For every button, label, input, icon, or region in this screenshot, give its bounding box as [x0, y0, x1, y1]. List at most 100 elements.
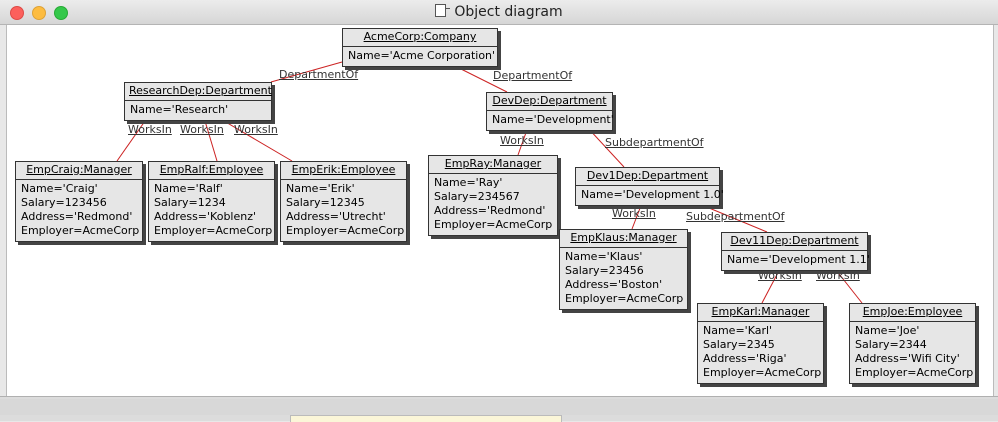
- links-layer: [116, 61, 863, 304]
- link-line[interactable]: [631, 202, 643, 230]
- close-button[interactable]: [10, 6, 24, 20]
- attribute-value: Employer=AcmeCorp: [286, 224, 405, 237]
- object-name: Dev1Dep:Department: [576, 168, 719, 186]
- link-line[interactable]: [696, 202, 768, 233]
- link-line[interactable]: [270, 61, 343, 83]
- attribute-value: Name='Klaus': [565, 250, 643, 263]
- attribute-value: Salary=234567: [434, 190, 520, 203]
- window-title-text: Object diagram: [454, 4, 563, 20]
- attribute-value: Name='Craig': [21, 182, 98, 195]
- attribute-value: Address='Riga': [703, 352, 787, 365]
- link-line[interactable]: [761, 264, 783, 304]
- window-title: Object diagram: [0, 4, 998, 20]
- attribute-value: Salary=123456: [21, 196, 107, 209]
- link-label: WorksIn: [234, 123, 278, 136]
- link-label: WorksIn: [758, 269, 802, 282]
- attribute-value: Employer=AcmeCorp: [434, 218, 553, 231]
- object-name: DevDep:Department: [487, 93, 612, 111]
- link-label: WorksIn: [128, 123, 172, 136]
- zoom-button[interactable]: [54, 6, 68, 20]
- object-name: AcmeCorp:Company: [343, 29, 497, 47]
- attribute-value: Name='Development': [492, 113, 614, 126]
- bottom-area: [0, 396, 998, 422]
- object-name: EmpJoe:Employee: [850, 304, 975, 322]
- minimize-button[interactable]: [32, 6, 46, 20]
- attribute-value: Name='Erik': [286, 182, 355, 195]
- link-line[interactable]: [223, 120, 293, 162]
- attribute-value: Salary=2345: [703, 338, 775, 351]
- attribute-value: Employer=AcmeCorp: [154, 224, 273, 237]
- object-name: EmpKarl:Manager: [698, 304, 823, 322]
- object-attributes: Name='Development': [487, 111, 614, 130]
- attribute-value: Address='Redmond': [434, 204, 546, 217]
- document-icon: [435, 4, 451, 17]
- object-name: EmpRay:Manager: [429, 156, 557, 174]
- link-label: DepartmentOf: [279, 68, 359, 81]
- object-attributes: Name='Development 1.0': [576, 186, 724, 205]
- link-line[interactable]: [204, 120, 218, 162]
- horizontal-scrollbar[interactable]: [0, 399, 998, 415]
- attribute-value: Salary=1234: [154, 196, 226, 209]
- object-name: EmpCraig:Manager: [16, 162, 142, 180]
- link-label: WorksIn: [180, 123, 224, 136]
- object-name: Dev11Dep:Department: [722, 233, 867, 251]
- attribute-value: Address='Utrecht': [286, 210, 386, 223]
- attribute-value: Employer=AcmeCorp: [855, 366, 974, 379]
- attribute-value: Name='Development 1.1': [727, 253, 870, 266]
- attribute-value: Name='Ray': [434, 176, 503, 189]
- attribute-value: Name='Research': [130, 103, 229, 116]
- link-label: DepartmentOf: [493, 69, 573, 82]
- link-label: WorksIn: [500, 134, 544, 147]
- object-name: EmpErik:Employee: [281, 162, 406, 180]
- link-line[interactable]: [586, 126, 625, 168]
- attribute-value: Name='Joe': [855, 324, 920, 337]
- attribute-value: Address='Boston': [565, 278, 663, 291]
- attribute-value: Employer=AcmeCorp: [565, 292, 684, 305]
- attribute-value: Salary=12345: [286, 196, 365, 209]
- link-line[interactable]: [831, 264, 863, 304]
- attribute-value: Name='Acme Corporation': [348, 49, 496, 62]
- attribute-value: Employer=AcmeCorp: [21, 224, 140, 237]
- attribute-value: Salary=2344: [855, 338, 927, 351]
- object-name: ResearchDep:Department: [125, 83, 272, 101]
- link-label: SubdepartmentOf: [605, 136, 704, 149]
- link-line[interactable]: [116, 120, 146, 162]
- link-label: WorksIn: [816, 269, 860, 282]
- window-titlebar: Object diagram: [0, 0, 998, 25]
- object-name: EmpRalf:Employee: [149, 162, 274, 180]
- object-attributes: Name='Acme Corporation': [343, 47, 497, 66]
- link-line[interactable]: [517, 126, 529, 156]
- link-line[interactable]: [456, 66, 508, 93]
- object-attributes: Name='Development 1.1': [722, 251, 870, 270]
- attribute-value: Salary=23456: [565, 264, 644, 277]
- object-name: EmpKlaus:Manager: [560, 230, 687, 248]
- object-attributes: Name='Research': [125, 101, 271, 120]
- attribute-value: Employer=AcmeCorp: [703, 366, 822, 379]
- attribute-value: Address='Redmond': [21, 210, 133, 223]
- attribute-value: Address='Koblenz': [154, 210, 257, 223]
- link-label: SubdepartmentOf: [686, 210, 785, 223]
- attribute-value: Name='Karl': [703, 324, 773, 337]
- background-window-strip: [290, 415, 562, 422]
- attribute-value: Name='Development 1.0': [581, 188, 724, 201]
